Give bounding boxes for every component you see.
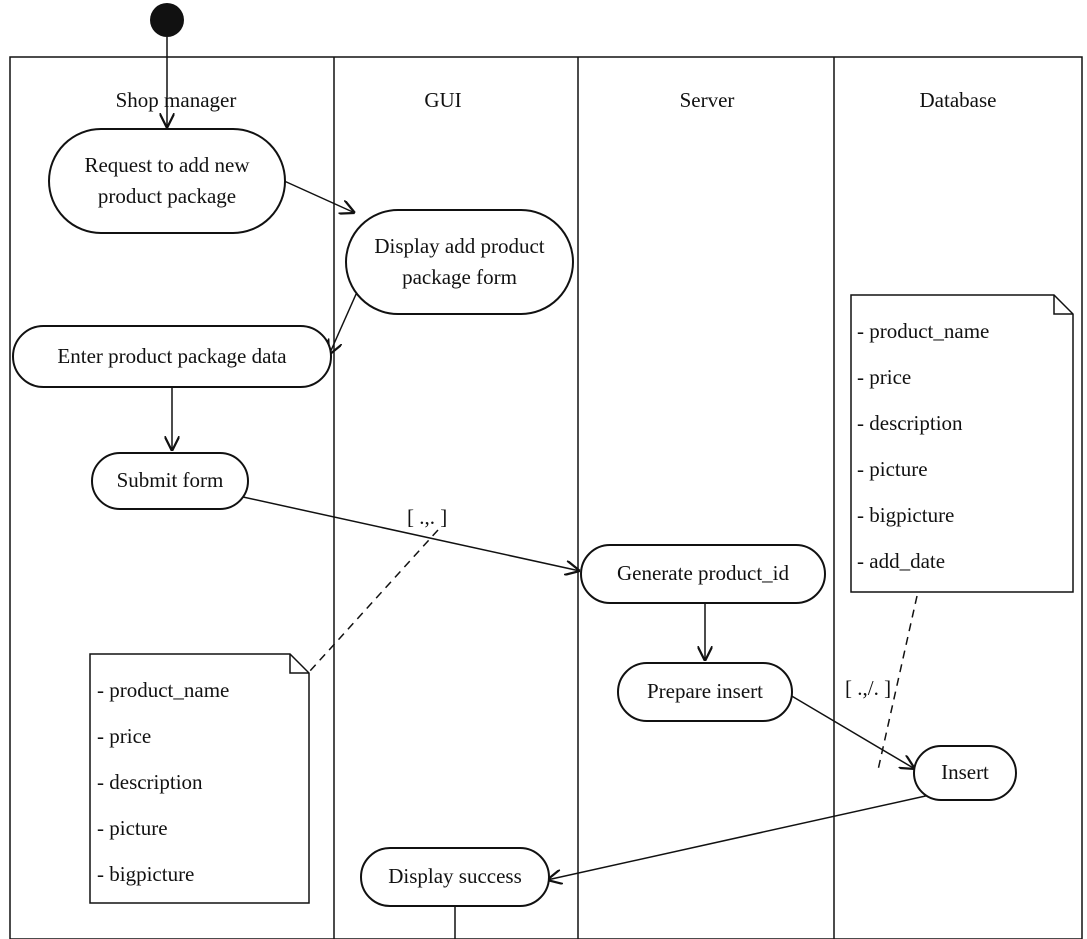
activity-insert: Insert bbox=[913, 745, 1017, 801]
activity-submit-form-label: Submit form bbox=[116, 468, 224, 493]
note-form-field: - description bbox=[97, 770, 203, 794]
guard-submit: [ .,. ] bbox=[407, 505, 448, 529]
note-fold-db-fields bbox=[1053, 295, 1073, 315]
note-anchor-form-fields bbox=[299, 529, 439, 683]
note-anchor-db-fields bbox=[877, 595, 918, 771]
note-form-fields: - product_name - price - description - p… bbox=[97, 667, 229, 897]
note-db-field: - picture bbox=[857, 457, 928, 481]
note-form-field: - picture bbox=[97, 816, 168, 840]
flow-insert-to-display-success bbox=[547, 794, 931, 880]
note-box-form-fields bbox=[89, 653, 310, 904]
note-form-field: - price bbox=[97, 724, 152, 748]
flow-prepare-to-insert bbox=[789, 694, 915, 769]
lane-header-database: Database bbox=[919, 88, 997, 112]
activity-display-form-line-1: Display add product bbox=[374, 233, 545, 258]
activity-display-success: Display success bbox=[360, 847, 550, 907]
flow-submit-to-generate bbox=[242, 496, 580, 571]
activity-display-add-product-form: Display add product package form bbox=[345, 209, 574, 315]
note-db-field: - product_name bbox=[857, 319, 990, 343]
initial-node bbox=[150, 3, 184, 37]
note-form-field: - bigpicture bbox=[97, 862, 195, 886]
swimlane-frame bbox=[9, 56, 1083, 939]
lane-header-shop-manager: Shop manager bbox=[115, 88, 237, 112]
note-db-field: - add_date bbox=[857, 549, 946, 573]
activity-prepare-insert: Prepare insert bbox=[617, 662, 793, 722]
activity-request-line-2: product package bbox=[97, 184, 237, 208]
note-db-fields: - product_name - price - description - p… bbox=[857, 308, 989, 584]
activity-enter-product-package-data: Enter product package data bbox=[12, 325, 332, 388]
guard-insert: [ .,/. ] bbox=[845, 676, 892, 700]
activity-display-form-line-2: package form bbox=[402, 265, 517, 289]
note-form-field: - product_name bbox=[97, 678, 230, 702]
activity-request-add-product-package: Request to add new product package bbox=[48, 128, 286, 234]
lane-header-server: Server bbox=[679, 88, 735, 112]
note-db-field: - price bbox=[857, 365, 912, 389]
note-db-field: - bigpicture bbox=[857, 503, 955, 527]
activity-request-line-1: Request to add new bbox=[84, 152, 250, 177]
activity-insert-label: Insert bbox=[941, 760, 989, 785]
lane-header-gui: GUI bbox=[424, 88, 462, 112]
flow-display-form-to-enter bbox=[329, 291, 358, 355]
activity-display-success-label: Display success bbox=[388, 864, 522, 889]
flow-request-to-display-form bbox=[281, 179, 355, 213]
activity-enter-data-label: Enter product package data bbox=[57, 343, 287, 368]
activity-prepare-insert-label: Prepare insert bbox=[646, 679, 764, 704]
activity-generate-product-id: Generate product_id bbox=[580, 544, 826, 604]
note-box-db-fields bbox=[850, 294, 1074, 593]
note-db-field: - description bbox=[857, 411, 963, 435]
activity-generate-id-label: Generate product_id bbox=[616, 561, 789, 586]
activity-submit-form: Submit form bbox=[91, 452, 249, 510]
note-fold-form-fields bbox=[289, 654, 309, 674]
